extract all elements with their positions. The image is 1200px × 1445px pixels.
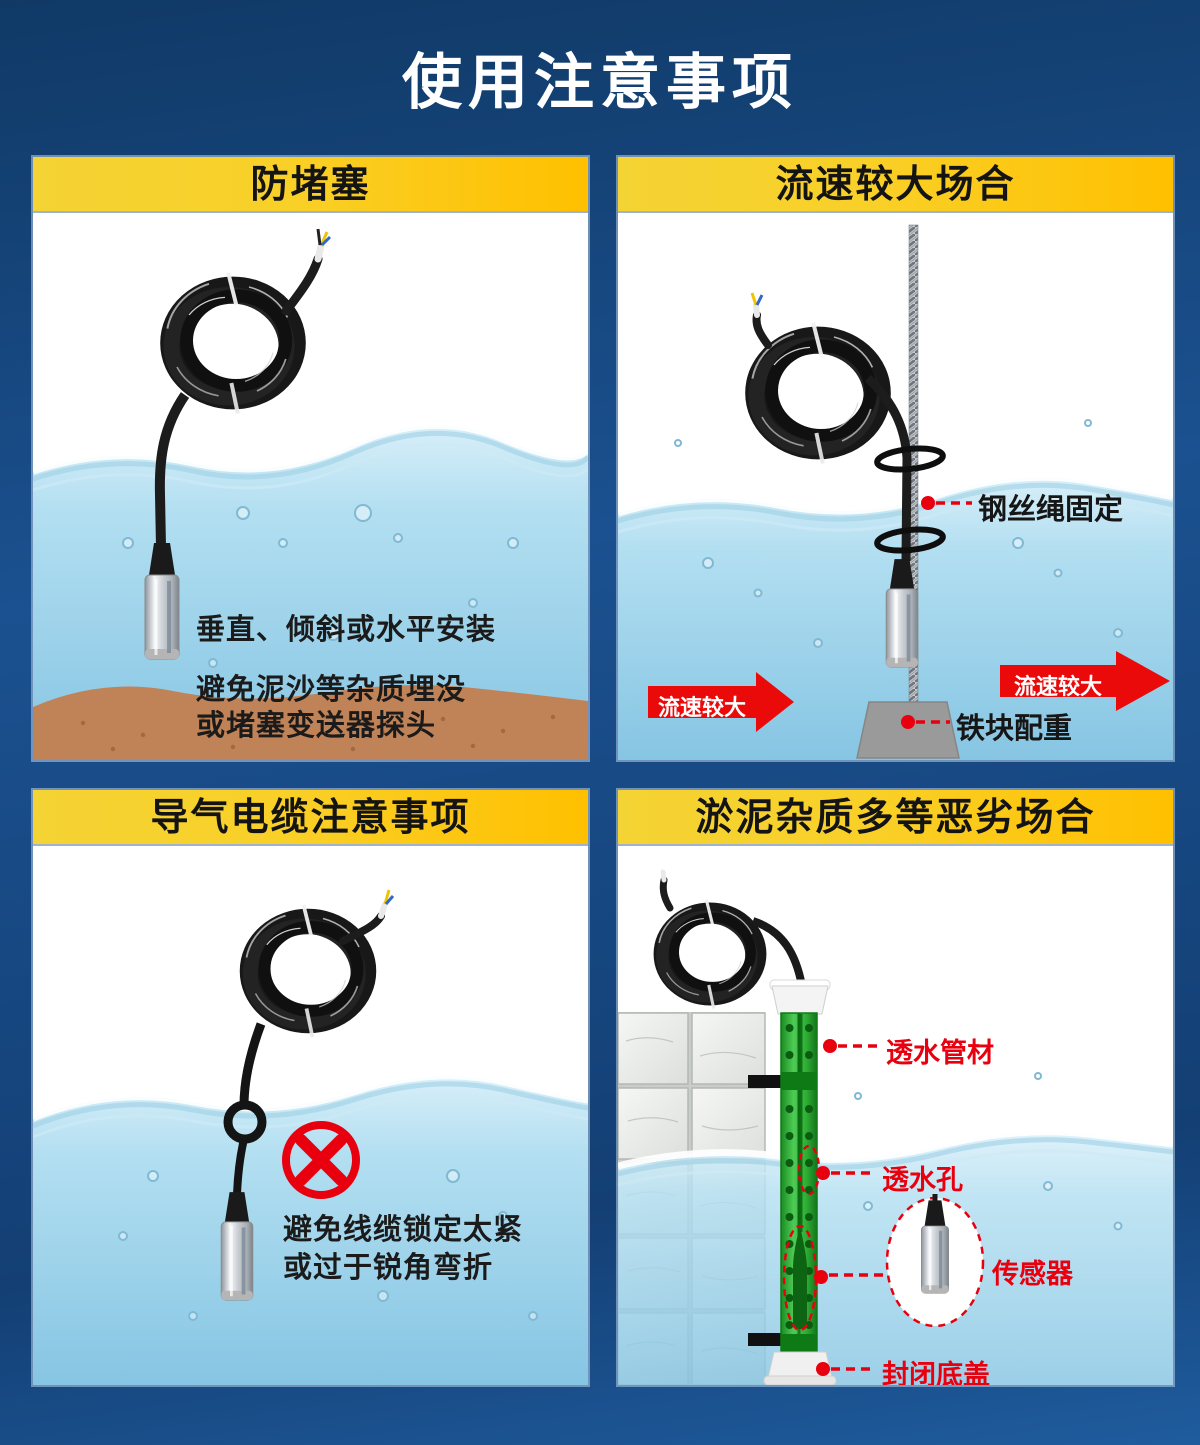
bottom-cap-label: 封闭底盖 (882, 1360, 990, 1385)
sensor-cable-upper (239, 1022, 266, 1107)
panel-cable-care-body: 避免线缆锁定太紧 或过于锐角弯折 (33, 846, 588, 1385)
bubbles (854, 1072, 1123, 1231)
panel-harsh-env: 淤泥杂质多等恶劣场合 (618, 790, 1173, 1385)
callout-dot-icon (901, 715, 915, 729)
sensor-cable (751, 917, 806, 987)
bracket-icon (748, 1075, 786, 1088)
pipe-holes (785, 1024, 813, 1329)
flow-arrow-right-label: 流速较大 (1013, 674, 1102, 699)
panel-harsh-env-header: 淤泥杂质多等恶劣场合 (618, 790, 1173, 846)
flow-arrow-right-icon (1000, 651, 1170, 711)
cable-free-end (750, 292, 772, 349)
callout-dots-and-lines (814, 1039, 884, 1376)
sediment-bed (33, 685, 588, 760)
pipe-bottom-rim (763, 1375, 837, 1385)
callout-dot-icon (816, 1362, 830, 1376)
wave-crest-icon (618, 1128, 1173, 1170)
pipe-band (781, 1072, 817, 1090)
high-flow-illustration (618, 224, 1173, 760)
panel-anti-clog: 防堵塞 (33, 157, 588, 760)
panel-high-flow-body: 钢丝绳固定 铁块配重 流速较大 流速较大 (618, 213, 1173, 760)
cable-tie-icon (874, 526, 946, 554)
flow-arrow-left-label: 流速较大 (657, 695, 746, 720)
wave-crest-icon (618, 473, 1173, 517)
pipe-top-cap-flare (771, 985, 829, 1015)
sensor-cable (154, 392, 190, 548)
panel-anti-clog-title: 防堵塞 (250, 164, 371, 206)
cable-coil-icon (247, 905, 364, 1037)
cable-free-end (659, 869, 674, 912)
cable-note-line2: 或过于锐角弯折 (283, 1252, 494, 1284)
bubbles (122, 504, 519, 668)
sensor-silhouette (793, 1230, 807, 1329)
install-note: 垂直、倾斜或水平安装 (196, 614, 497, 646)
cable-free-end (339, 889, 395, 945)
holes-label: 透水孔 (882, 1165, 963, 1195)
panel-cable-care-header: 导气电缆注意事项 (33, 790, 588, 846)
callout-dot-icon (823, 1039, 837, 1053)
cable-free-end (281, 228, 332, 316)
panel-anti-clog-header: 防堵塞 (33, 157, 588, 213)
sensor-label: 传感器 (992, 1259, 1073, 1289)
counterweight-label: 铁块配重 (956, 713, 1073, 745)
cable-coil-icon (167, 273, 292, 414)
cable-tie-icon (874, 445, 946, 473)
cable-note-line1: 避免线缆锁定太紧 (283, 1214, 524, 1246)
page-title: 使用注意事项 (402, 49, 798, 116)
anti-clog-illustration (33, 228, 588, 760)
avoid-silt-note-line1: 避免泥沙等杂质埋没 (196, 674, 467, 706)
bubbles (118, 1169, 538, 1321)
harsh-env-illustration (618, 869, 1173, 1385)
cable-coil-icon (659, 899, 756, 1008)
iron-counterweight (856, 701, 960, 759)
panel-high-flow-header: 流速较大场合 (618, 157, 1173, 213)
panel-high-flow: 流速较大场合 (618, 157, 1173, 760)
panel-harsh-env-body: 透水管材 透水孔 传感器 封闭底盖 (618, 846, 1173, 1385)
cable-knot-loop (223, 1100, 267, 1144)
pipe-label: 透水管材 (886, 1038, 994, 1068)
water-surface (33, 1075, 588, 1385)
no-sharp-bend-x-icon (282, 1121, 360, 1199)
panel-cable-care-title: 导气电缆注意事项 (150, 797, 471, 839)
wire-rope-label: 钢丝绳固定 (978, 494, 1124, 526)
panel-high-flow-title: 流速较大场合 (775, 164, 1016, 206)
cable-care-illustration (33, 889, 588, 1385)
sediment-speckles (80, 713, 556, 752)
panel-anti-clog-body: 垂直、倾斜或水平安装 避免泥沙等杂质埋没 或堵塞变送器探头 (33, 213, 588, 760)
bracket-icon (748, 1333, 786, 1346)
flow-arrow-left-icon (648, 672, 794, 732)
panel-cable-care: 导气电缆注意事项 (33, 790, 588, 1385)
wave-crest-icon (33, 1072, 588, 1122)
avoid-silt-note-line2: 或堵塞变送器探头 (196, 710, 437, 742)
callout-dot-icon (814, 1270, 828, 1284)
callout-dot-icon (921, 496, 935, 510)
sensor-cable (864, 374, 912, 562)
wave-crest-icon (33, 421, 588, 475)
pipe-band (781, 1334, 817, 1352)
bubbles (674, 419, 1123, 648)
water-surface (33, 425, 588, 760)
callout-dot-icon (816, 1166, 830, 1180)
sensor-cable-lower (233, 1138, 248, 1195)
panel-harsh-env-title: 淤泥杂质多等恶劣场合 (695, 797, 1096, 839)
